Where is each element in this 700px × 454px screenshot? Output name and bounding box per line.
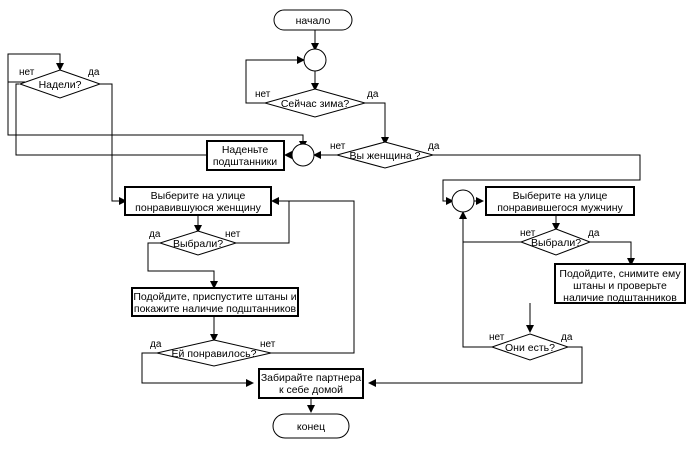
take-home-line2: к себе домой — [279, 384, 343, 396]
woman-decision — [335, 141, 435, 169]
edge-winter-yes — [365, 102, 386, 142]
edge-liked-yes — [141, 352, 252, 384]
take-home-line1: Забирайте партнера — [261, 372, 361, 384]
edge-wearing-no — [7, 81, 304, 146]
approach-show-line2: покажите наличие подштанников — [134, 303, 297, 315]
liked-decision — [156, 339, 272, 367]
choose-man-line2: понравившуюся женщину — [135, 202, 261, 214]
arrow-into-chosen-left — [194, 225, 202, 233]
wearing-no-label: нет — [19, 67, 35, 78]
winter-decision — [263, 88, 367, 118]
woman-yes-label: да — [428, 141, 440, 152]
are-there-decision — [490, 333, 570, 361]
are-there-no-label: нет — [489, 332, 505, 343]
approach-show-line1: Подойдите, приспустите штаны и — [133, 291, 296, 303]
edge-woman-yes — [433, 154, 641, 202]
arrow-into-merge1 — [311, 43, 319, 51]
arrow-into-liked — [210, 334, 218, 342]
choose-man-box — [485, 186, 635, 216]
chosen-right-no-label: нет — [520, 228, 536, 239]
winter-label: Сейчас зима? — [281, 98, 350, 110]
put-on-label-line2: подштанники — [213, 156, 277, 168]
arrow-into-choosewoman — [476, 197, 484, 205]
arrow-into-puton — [284, 151, 292, 159]
chosen-right-label: Выбрали? — [531, 237, 581, 249]
merge-circle-1 — [303, 48, 327, 72]
put-on-underwear-box — [206, 140, 285, 171]
liked-no-label: нет — [260, 339, 276, 350]
arrow-into-takehome-right — [368, 379, 376, 387]
arrowheads — [56, 43, 635, 413]
woman-label: Вы женщина ? — [349, 150, 420, 162]
wearing-yes-label: да — [88, 67, 100, 78]
merge-circle-2 — [291, 143, 315, 167]
edge-arethere-yes — [370, 346, 583, 384]
are-there-label: Они есть? — [505, 342, 555, 354]
approach-check-line3: наличие подштанников — [563, 292, 677, 304]
chosen-left-yes-label: да — [149, 229, 161, 240]
arrow-into-merge3-bottom — [459, 211, 467, 219]
edge-wearing-yes — [100, 83, 125, 202]
chosen-right-yes-label: да — [588, 228, 600, 239]
edge-winter-no-loop — [245, 59, 303, 104]
edge-chosen-right-no — [462, 213, 521, 243]
liked-yes-label: да — [150, 339, 162, 350]
merge-circle-3 — [451, 189, 475, 213]
choose-woman-line1: Выберите на улице — [513, 190, 608, 202]
arrow-into-merge1-left — [297, 56, 305, 64]
edge-liked-no — [271, 200, 355, 354]
arrow-into-takehome-left — [246, 379, 254, 387]
arrow-into-winter — [311, 83, 319, 91]
arrow-into-chosen-right — [552, 223, 560, 231]
edge-arethere-no — [462, 213, 492, 348]
put-on-label-line1: Наденьте — [222, 144, 269, 156]
end-label: конец — [297, 421, 325, 433]
arrow-into-merge2 — [313, 151, 321, 159]
wearing-decision — [18, 69, 102, 99]
choose-woman-box — [124, 186, 272, 216]
arrow-into-wearing-top — [56, 63, 64, 71]
end-terminator — [272, 413, 350, 439]
winter-yes-label: да — [367, 89, 379, 100]
approach-check-line2: штаны и проверьте — [573, 280, 667, 292]
choose-woman-line2: понравившегося мужчину — [497, 202, 623, 214]
start-label: начало — [296, 15, 331, 27]
edge-labels: нет да нет да нет да да нет да нет нет д… — [19, 67, 600, 350]
arrow-into-chooseman — [119, 197, 127, 205]
arrow-into-approachcheck — [627, 258, 635, 266]
arrow-into-woman — [381, 137, 389, 145]
arrow-into-end — [307, 405, 315, 413]
are-there-yes-label: да — [561, 332, 573, 343]
approach-check-box — [554, 263, 686, 304]
chosen-left-label: Выбрали? — [173, 238, 223, 250]
approach-show-box — [131, 287, 299, 317]
liked-label: Ей понравилось? — [172, 348, 257, 360]
arrow-into-approach — [210, 281, 218, 289]
take-home-box — [258, 368, 364, 399]
arrow-into-chooseman-right — [271, 197, 279, 205]
choose-man-line1: Выберите на улице — [151, 190, 246, 202]
chosen-left-decision — [158, 230, 238, 256]
arrow-into-arethere — [526, 325, 534, 333]
woman-no-label: нет — [330, 141, 346, 152]
wearing-label: Надели? — [39, 79, 82, 91]
start-terminator — [273, 9, 353, 31]
approach-check-line1: Подойдите, снимите ему — [559, 268, 681, 280]
edge-chosen-right-yes — [590, 241, 632, 264]
edge-chosen-left-yes — [147, 242, 215, 287]
arrow-into-merge3 — [446, 197, 454, 205]
chosen-left-no-label: нет — [225, 229, 241, 240]
chosen-right-decision — [519, 228, 592, 256]
winter-no-label: нет — [255, 89, 271, 100]
